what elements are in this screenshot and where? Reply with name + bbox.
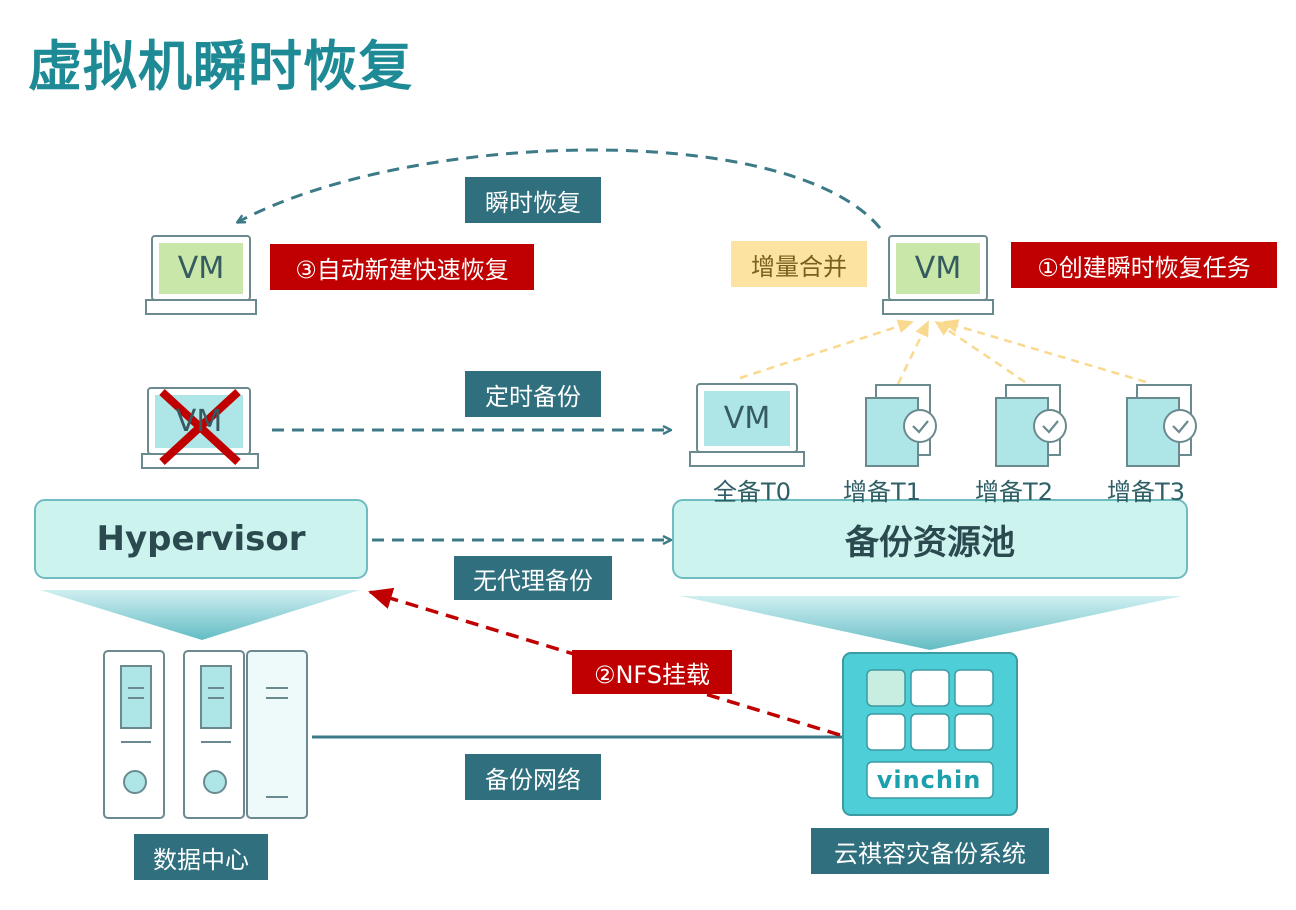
agentless-backup-label: 无代理备份 — [454, 556, 612, 600]
nfs-mount-label: ②NFS挂载 — [572, 650, 732, 694]
backup-pool-block — [672, 499, 1188, 579]
backup-pool-text: 备份资源池 — [845, 522, 1015, 563]
vm-label: VM — [175, 404, 223, 439]
backup-point-label: 增备T1 — [843, 478, 921, 506]
backup-point-label: 增备T2 — [975, 478, 1053, 506]
server-rack-icon — [246, 650, 308, 819]
incremental-backup-icon — [1126, 384, 1197, 467]
auto-create-label: ③自动新建快速恢复 — [270, 244, 534, 290]
incremental-backup-icon — [995, 384, 1067, 467]
server-rack-icon — [183, 650, 245, 819]
incremental-merge-label: 增量合并 — [731, 241, 867, 287]
server-rack-icon — [103, 650, 165, 819]
hypervisor-funnel — [40, 590, 360, 640]
backup-point-label: 全备T0 — [713, 478, 791, 506]
nfs-mount-arrow — [368, 587, 841, 737]
check-circle-icon — [1033, 409, 1067, 443]
vm-label: VM — [914, 251, 962, 286]
hypervisor-block — [34, 499, 368, 579]
check-circle-icon — [1163, 409, 1197, 443]
vm-laptop-icon — [145, 235, 257, 315]
backup-point-label: 增备T3 — [1107, 478, 1185, 506]
scheduled-backup-label: 定时备份 — [465, 371, 601, 417]
page-title: 虚拟机瞬时恢复 — [28, 35, 413, 98]
datacenter-label: 数据中心 — [134, 834, 268, 880]
vm-label: VM — [177, 251, 225, 286]
hypervisor-text: Hypervisor — [96, 519, 306, 559]
vm-laptop-icon — [882, 235, 994, 315]
vinchin-system-label: 云祺容灾备份系统 — [811, 828, 1049, 874]
create-task-label: ①创建瞬时恢复任务 — [1011, 242, 1277, 288]
vm-label: VM — [723, 401, 771, 436]
backup-network-label: 备份网络 — [465, 754, 601, 800]
vinchin-logo: vinchin — [876, 766, 982, 794]
failed-vm-icon — [141, 387, 259, 469]
vm-laptop-icon — [689, 383, 805, 467]
incremental-merge-arrows — [739, 319, 1147, 385]
instant-recovery-arrow — [238, 148, 882, 229]
instant-recovery-label: 瞬时恢复 — [465, 177, 601, 223]
backup-pool-funnel — [680, 596, 1182, 650]
check-circle-icon — [903, 409, 937, 443]
incremental-backup-icon — [865, 384, 937, 467]
vinchin-appliance-icon — [842, 652, 1018, 816]
